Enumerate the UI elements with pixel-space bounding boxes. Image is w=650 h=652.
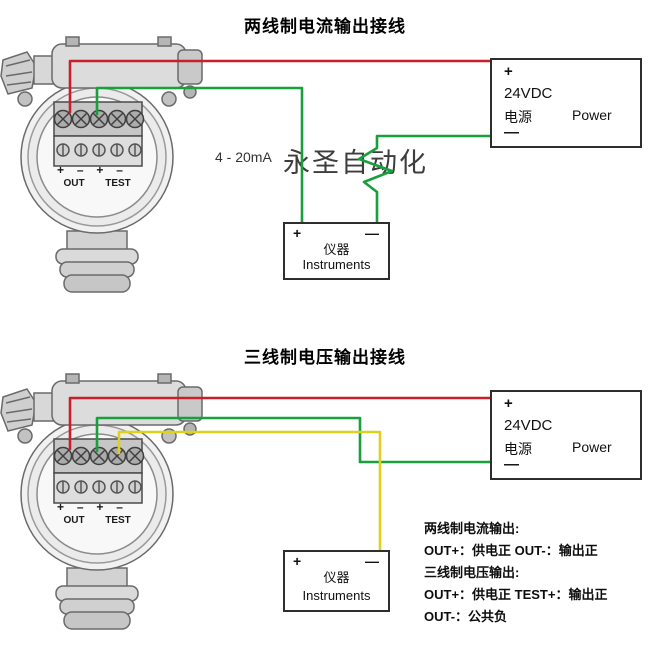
wire-supply-negative-2 bbox=[95, 416, 493, 464]
power-plus-terminal: + bbox=[504, 63, 513, 80]
signal-range-label: 4 - 20mA bbox=[215, 149, 272, 165]
instrument-box-1: + — 仪器 Instruments bbox=[283, 222, 390, 280]
terminal-sign: – bbox=[76, 500, 84, 514]
power-plus-terminal: + bbox=[504, 395, 513, 412]
terminal-out-label-2: OUT bbox=[63, 515, 85, 526]
instrument-label-en: Instruments bbox=[302, 588, 371, 603]
wire-supply-positive-1 bbox=[68, 59, 493, 114]
terminal-sign: – bbox=[116, 163, 123, 177]
note-line: OUT-：公共负 bbox=[424, 609, 508, 624]
instrument-label-cn: 仪器 bbox=[323, 570, 350, 585]
section1-title: 两线制电流输出接线 bbox=[244, 17, 406, 36]
note-line: OUT+：供电正 OUT-：输出正 bbox=[424, 543, 598, 558]
instrument-box-2: + — 仪器 Instruments bbox=[283, 550, 390, 612]
instrument-plus-terminal: + bbox=[293, 553, 302, 569]
power-voltage-label: 24VDC bbox=[504, 417, 553, 434]
power-label-en: Power bbox=[572, 107, 612, 123]
instrument-minus-terminal: — bbox=[365, 225, 379, 241]
terminal-sign: + bbox=[96, 163, 104, 177]
terminal-sign: – bbox=[116, 500, 123, 514]
power-voltage-label: 24VDC bbox=[504, 85, 553, 102]
terminal-signs-1: + – + – bbox=[57, 163, 123, 177]
terminal-sign: + bbox=[57, 163, 65, 177]
terminal-sign: + bbox=[57, 500, 65, 514]
wiring-notes: 两线制电流输出: OUT+：供电正 OUT-：输出正 三线制电压输出: OUT+… bbox=[424, 518, 607, 628]
wire-supply-positive-2 bbox=[68, 396, 493, 451]
instrument-label-cn: 仪器 bbox=[323, 242, 350, 257]
note-line: OUT+：供电正 TEST+：输出正 bbox=[424, 587, 608, 602]
note-line: 两线制电流输出: bbox=[424, 521, 520, 536]
power-supply-box-1: + 24VDC 电源 Power — bbox=[490, 58, 642, 148]
terminal-test-label-1: TEST bbox=[105, 178, 131, 189]
power-minus-terminal: — bbox=[504, 456, 519, 473]
power-label-cn: 电源 bbox=[504, 441, 532, 457]
terminal-sign: – bbox=[76, 163, 84, 177]
power-minus-terminal: — bbox=[504, 124, 519, 141]
note-line: 三线制电压输出: bbox=[424, 565, 520, 580]
instrument-minus-terminal: — bbox=[365, 553, 379, 569]
watermark-text: 永圣自动化 bbox=[283, 148, 428, 178]
power-supply-box-2: + 24VDC 电源 Power — bbox=[490, 390, 642, 480]
instrument-label-en: Instruments bbox=[302, 257, 371, 272]
instrument-plus-terminal: + bbox=[293, 225, 302, 241]
power-label-cn: 电源 bbox=[504, 109, 532, 125]
terminal-test-label-2: TEST bbox=[105, 515, 131, 526]
power-label-en: Power bbox=[572, 439, 612, 455]
terminal-signs-2: + – + – bbox=[57, 500, 123, 514]
terminal-sign: + bbox=[96, 500, 104, 514]
terminal-out-label-1: OUT bbox=[63, 178, 85, 189]
section2-title: 三线制电压输出接线 bbox=[244, 348, 406, 367]
wire-test-output-2 bbox=[117, 430, 382, 553]
